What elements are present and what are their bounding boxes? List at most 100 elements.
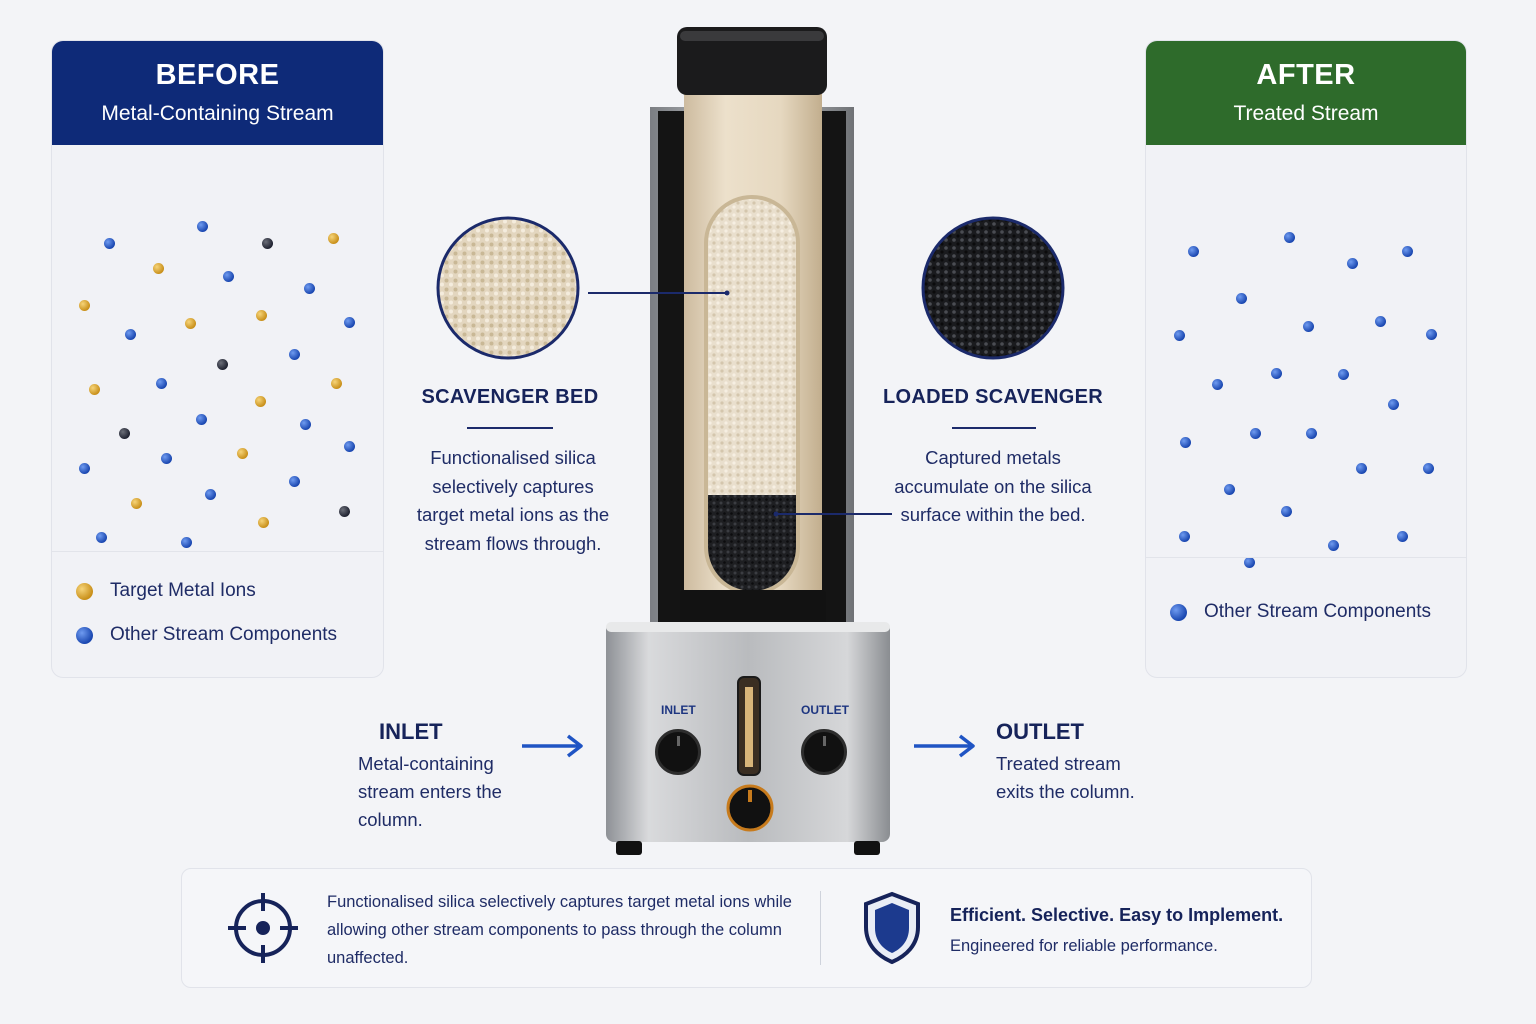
legend-label: Other Stream Components bbox=[110, 624, 338, 645]
stream-component-particle bbox=[1281, 506, 1292, 517]
target-metal-ion-particle bbox=[153, 263, 164, 274]
stream-component-particle bbox=[1174, 330, 1185, 341]
scavenger-bed-leader-line bbox=[588, 290, 730, 296]
scavenger-bed-divider bbox=[467, 427, 553, 429]
summary-tagline: Efficient. Selective. Easy to Implement. bbox=[950, 905, 1284, 925]
loaded-scavenger-leader-line bbox=[773, 511, 892, 517]
gold-sphere-icon bbox=[76, 582, 93, 600]
stream-component-particle bbox=[344, 317, 355, 328]
target-metal-ion-particle bbox=[256, 310, 267, 321]
machine-outlet-label: OUTLET bbox=[801, 703, 849, 717]
legend-label: Target Metal Ions bbox=[110, 580, 256, 601]
stream-component-particle bbox=[79, 463, 90, 474]
stream-component-particle bbox=[1388, 399, 1399, 410]
outlet-title: OUTLET bbox=[996, 719, 1084, 744]
stream-component-particle bbox=[1402, 246, 1413, 257]
legend-item-other-components: Other Stream Components bbox=[1170, 601, 1431, 623]
before-title: BEFORE bbox=[155, 59, 280, 91]
machine-inlet-label: INLET bbox=[661, 703, 696, 717]
stream-component-particle bbox=[1426, 329, 1437, 340]
stream-component-particle bbox=[1188, 246, 1199, 257]
dark-particle bbox=[339, 506, 350, 517]
stream-component-particle bbox=[1328, 540, 1339, 551]
stream-component-particle bbox=[1347, 258, 1358, 269]
dark-particle bbox=[217, 359, 228, 370]
target-crosshair-icon bbox=[228, 893, 298, 963]
dark-particle bbox=[262, 238, 273, 249]
target-metal-ion-particle bbox=[331, 378, 342, 389]
scavenger-column-machine bbox=[606, 27, 890, 855]
inlet-arrow-icon bbox=[522, 734, 583, 758]
outlet-description: Treated stream exits the column. bbox=[996, 753, 1135, 802]
stream-component-particle bbox=[197, 221, 208, 232]
after-panel: AFTER Treated Stream Other Stream Compon… bbox=[1145, 40, 1467, 678]
outlet-arrow-icon bbox=[914, 734, 975, 758]
stream-component-particle bbox=[1224, 484, 1235, 495]
summary-bar: Functionalised silica selectively captur… bbox=[181, 868, 1312, 988]
blue-sphere-icon bbox=[1170, 603, 1187, 621]
stream-component-particle bbox=[125, 329, 136, 340]
stream-component-particle bbox=[1244, 557, 1255, 568]
scavenger-bed-title: SCAVENGER BED bbox=[421, 386, 599, 408]
stream-component-particle bbox=[344, 441, 355, 452]
loaded-scavenger-sample-image bbox=[921, 216, 1065, 360]
inlet-description: Metal-containing stream enters the colum… bbox=[358, 753, 502, 830]
stream-component-particle bbox=[1375, 316, 1386, 327]
summary-divider bbox=[820, 891, 821, 965]
before-subtitle: Metal-Containing Stream bbox=[101, 102, 334, 125]
legend-item-other-components: Other Stream Components bbox=[76, 624, 337, 646]
loaded-scavenger-description: Captured metals accumulate on the silica… bbox=[894, 447, 1092, 525]
stream-component-particle bbox=[1338, 369, 1349, 380]
legend-item-target-metal-ions: Target Metal Ions bbox=[76, 580, 256, 602]
target-metal-ion-particle bbox=[131, 498, 142, 509]
stream-component-particle bbox=[1356, 463, 1367, 474]
stream-component-particle bbox=[1303, 321, 1314, 332]
stream-component-particle bbox=[289, 476, 300, 487]
dark-particle bbox=[119, 428, 130, 439]
stream-component-particle bbox=[1423, 463, 1434, 474]
target-metal-ion-particle bbox=[258, 517, 269, 528]
target-metal-ion-particle bbox=[237, 448, 248, 459]
stream-component-particle bbox=[300, 419, 311, 430]
stream-component-particle bbox=[181, 537, 192, 548]
stream-component-particle bbox=[196, 414, 207, 425]
after-title: AFTER bbox=[1256, 59, 1356, 91]
before-panel: BEFORE Metal-Containing Stream Target Me… bbox=[51, 40, 384, 678]
stream-component-particle bbox=[205, 489, 216, 500]
target-metal-ion-particle bbox=[89, 384, 100, 395]
after-subtitle: Treated Stream bbox=[1233, 102, 1379, 125]
loaded-scavenger-title: LOADED SCAVENGER bbox=[882, 386, 1103, 408]
inlet-knob[interactable] bbox=[655, 729, 701, 775]
outlet-knob[interactable] bbox=[801, 729, 847, 775]
stream-component-particle bbox=[1179, 531, 1190, 542]
target-metal-ion-particle bbox=[255, 396, 266, 407]
summary-subline: Engineered for reliable performance. bbox=[950, 937, 1218, 955]
stream-component-particle bbox=[1212, 379, 1223, 390]
stream-component-particle bbox=[223, 271, 234, 282]
stream-component-particle bbox=[1180, 437, 1191, 448]
target-metal-ion-particle bbox=[328, 233, 339, 244]
stream-component-particle bbox=[161, 453, 172, 464]
stream-component-particle bbox=[1284, 232, 1295, 243]
before-header: BEFORE Metal-Containing Stream bbox=[52, 41, 383, 145]
blue-sphere-icon bbox=[76, 626, 93, 644]
stream-component-particle bbox=[104, 238, 115, 249]
stream-component-particle bbox=[304, 283, 315, 294]
legend-label: Other Stream Components bbox=[1204, 601, 1432, 622]
scavenger-bed-sample-image bbox=[436, 216, 580, 360]
stream-component-particle bbox=[1397, 531, 1408, 542]
stream-component-particle bbox=[1250, 428, 1261, 439]
loaded-scavenger-divider bbox=[952, 427, 1036, 429]
summary-description: Functionalised silica selectively captur… bbox=[327, 893, 792, 967]
stream-component-particle bbox=[1271, 368, 1282, 379]
stream-component-particle bbox=[289, 349, 300, 360]
shield-icon bbox=[864, 891, 920, 965]
after-header: AFTER Treated Stream bbox=[1146, 41, 1466, 145]
inlet-title: INLET bbox=[379, 719, 443, 744]
before-legend: Target Metal Ions Other Stream Component… bbox=[52, 551, 383, 677]
stream-component-particle bbox=[96, 532, 107, 543]
scavenger-bed-description: Functionalised silica selectively captur… bbox=[416, 447, 610, 554]
stream-component-particle bbox=[1306, 428, 1317, 439]
target-metal-ion-particle bbox=[79, 300, 90, 311]
stream-component-particle bbox=[156, 378, 167, 389]
